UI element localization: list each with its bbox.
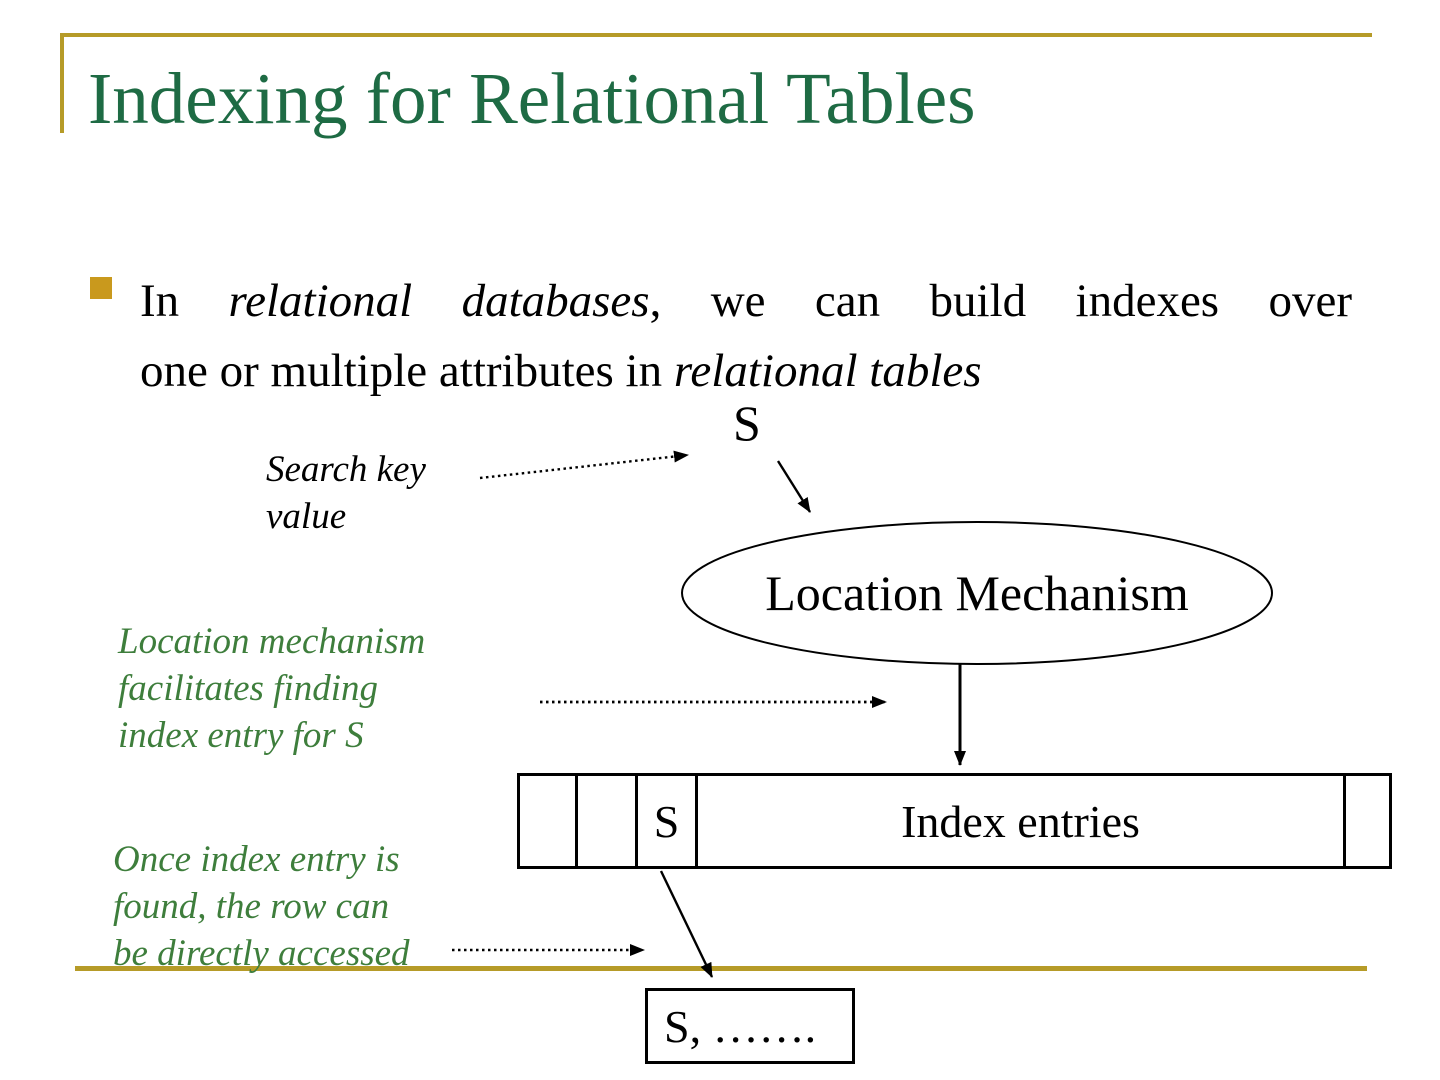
- body-text-segment: In: [140, 275, 229, 327]
- bar-cell-divider: [695, 776, 698, 866]
- search-key-value-line-2: value: [266, 496, 347, 537]
- search-key-value-label: Search key value: [266, 446, 426, 540]
- page-title: Indexing for Relational Tables: [88, 58, 976, 139]
- body-text-segment: , we can build indexes over: [649, 275, 1352, 327]
- body-paragraph: In relational databases, we can build in…: [140, 266, 1352, 406]
- body-text-segment-italic: relational tables: [673, 345, 982, 397]
- location-note-line-3: index entry for S: [118, 715, 364, 756]
- direct-access-note: Once index entry is found, the row can b…: [113, 836, 410, 977]
- bar-cell-divider: [1343, 776, 1346, 866]
- body-line-1: In relational databases, we can build in…: [140, 266, 1352, 336]
- body-line-2: one or multiple attributes in relational…: [140, 336, 1352, 406]
- access-note-line-3: be directly accessed: [113, 933, 410, 974]
- search-key-value-line-1: Search key: [266, 449, 426, 490]
- left-gold-rule: [60, 33, 64, 133]
- body-text-segment-italic: relational databases: [228, 275, 650, 327]
- row-box: S, …….: [645, 988, 855, 1064]
- location-note-line-1: Location mechanism: [118, 621, 426, 662]
- dotted-arrow-search-key-to-s: [479, 450, 689, 480]
- bar-cell-divider: [575, 776, 578, 866]
- access-note-line-2: found, the row can: [113, 886, 390, 927]
- top-gold-rule: [60, 33, 1372, 37]
- bottom-gold-rule: [75, 966, 1367, 971]
- location-note-line-2: facilitates finding: [118, 668, 379, 709]
- bullet-square-icon: [90, 277, 112, 299]
- location-mechanism-label: Location Mechanism: [765, 565, 1189, 621]
- access-note-line-1: Once index entry is: [113, 839, 400, 880]
- arrow-s-to-ellipse: [776, 460, 812, 513]
- bar-cell-divider: [635, 776, 638, 866]
- body-text-segment: one or multiple attributes in: [140, 345, 674, 397]
- search-key-symbol: S: [733, 395, 761, 451]
- row-box-label: S, …….: [664, 1000, 817, 1052]
- index-entries-bar: S Index entries: [517, 773, 1392, 869]
- location-mechanism-note: Location mechanism facilitates finding i…: [118, 618, 425, 759]
- arrow-s-cell-to-row-box: [659, 870, 714, 978]
- index-entries-label: Index entries: [901, 795, 1140, 847]
- index-bar-s-cell: S: [653, 795, 680, 847]
